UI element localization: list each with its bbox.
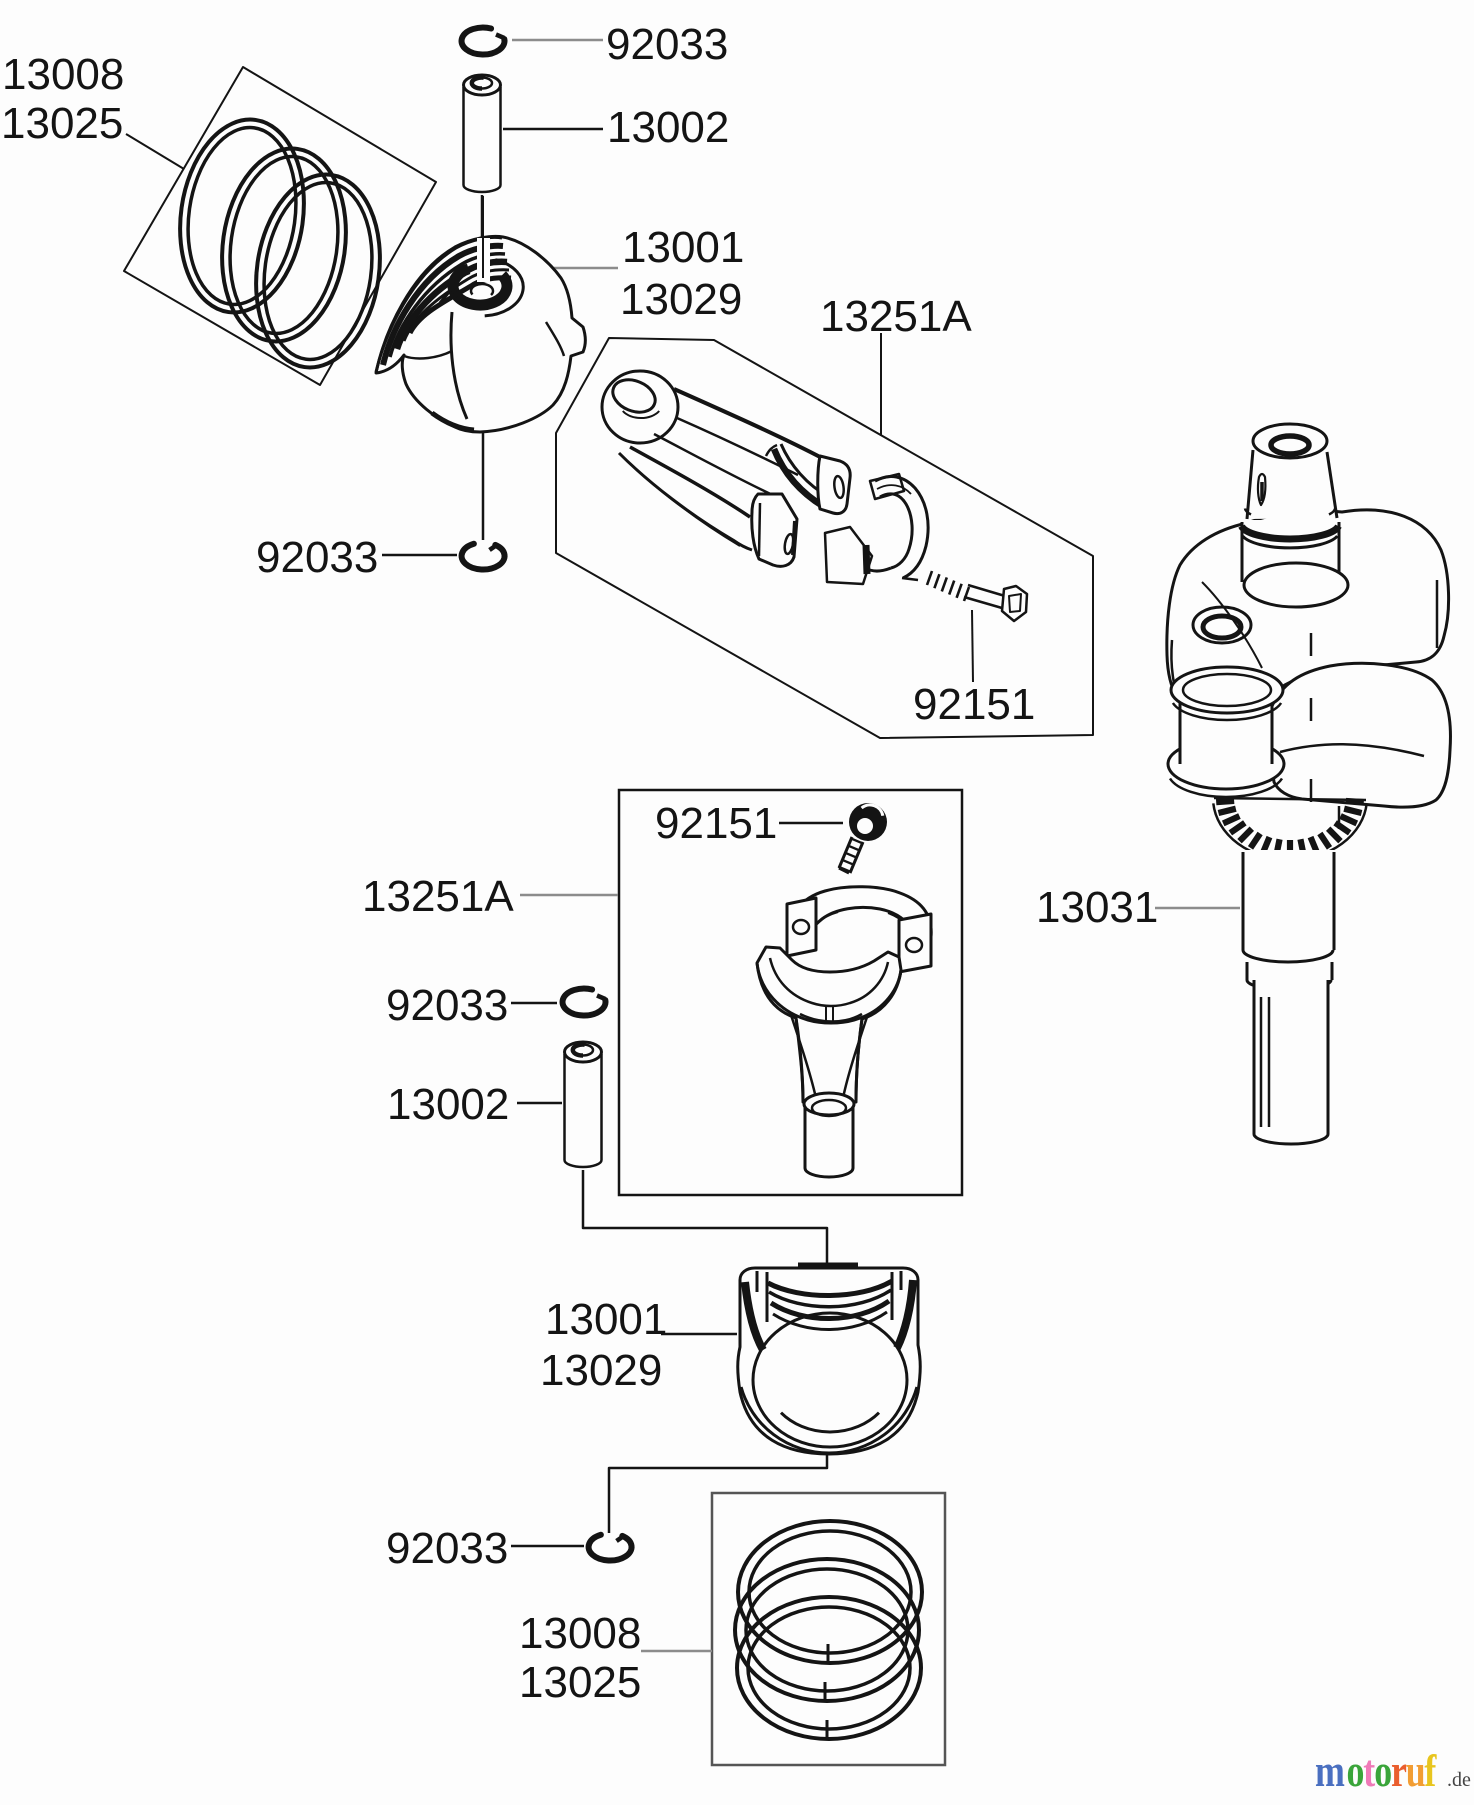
svg-text:92151: 92151 [655, 799, 777, 848]
svg-text:92033: 92033 [386, 1524, 508, 1573]
svg-text:92033: 92033 [386, 981, 508, 1030]
svg-text:.de: .de [1447, 1769, 1471, 1791]
svg-text:o: o [1347, 1745, 1365, 1796]
svg-text:13008: 13008 [2, 50, 124, 99]
svg-text:13001: 13001 [545, 1295, 667, 1344]
svg-text:13002: 13002 [607, 103, 729, 152]
svg-text:13001: 13001 [622, 223, 744, 272]
svg-text:13025: 13025 [519, 1658, 641, 1707]
svg-text:t: t [1363, 1745, 1375, 1796]
svg-text:92033: 92033 [606, 20, 728, 69]
svg-text:f: f [1424, 1745, 1437, 1796]
svg-text:13251A: 13251A [362, 872, 514, 921]
svg-text:13029: 13029 [620, 275, 742, 324]
svg-text:r: r [1391, 1745, 1407, 1796]
svg-text:u: u [1406, 1745, 1426, 1796]
svg-text:13031: 13031 [1036, 883, 1158, 932]
svg-text:92151: 92151 [913, 680, 1035, 729]
svg-text:o: o [1374, 1745, 1392, 1796]
svg-text:13029: 13029 [540, 1346, 662, 1395]
svg-text:13251A: 13251A [820, 292, 972, 341]
svg-text:92033: 92033 [256, 533, 378, 582]
svg-text:13025: 13025 [1, 99, 123, 148]
svg-text:m: m [1315, 1745, 1345, 1796]
svg-text:13008: 13008 [519, 1609, 641, 1658]
svg-text:13002: 13002 [387, 1080, 509, 1129]
